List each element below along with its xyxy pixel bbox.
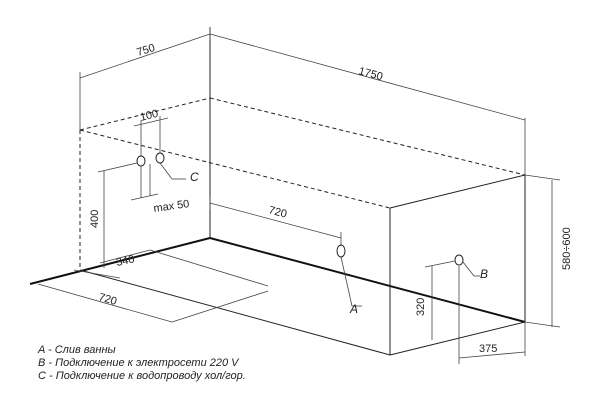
dim-length-1750: 1750 (209, 33, 526, 175)
dim-720-back-text: 720 (267, 204, 288, 220)
bathtub-front-faces (79, 174, 526, 356)
electric-socket-icon (454, 254, 464, 266)
drain-pipe-icon (336, 244, 346, 258)
legend-item-a: A - Слив ванны (38, 344, 116, 356)
callout-b: B (480, 267, 488, 281)
dim-340-text: 340 (115, 253, 135, 269)
supply-pipe-right-icon (155, 152, 165, 164)
legend-item-c: C - Подключение к водопроводу хол/гор. (38, 370, 246, 383)
bathtub-outline-dashed (79, 97, 526, 270)
drain-connection-a: 720 A (209, 196, 362, 316)
floor-dimensions: 340 720 (37, 249, 269, 323)
legend-item-b: B - Подключение к электросети 220 V (38, 357, 239, 370)
supply-connection-c: 100 400 max 50 C (89, 108, 199, 268)
dim-750-text: 750 (135, 42, 156, 59)
callout-a: A (349, 302, 358, 316)
dim-320-text: 320 (415, 298, 427, 316)
dim-1750-text: 1750 (357, 65, 384, 83)
dim-100-text: 100 (139, 108, 160, 124)
dim-580-600-text: 580÷600 (561, 227, 573, 270)
dim-400-text: 400 (89, 210, 101, 228)
electric-connection-b: B 320 375 (415, 254, 526, 364)
legend: A - Слив ванны B - Подключение к электро… (38, 344, 338, 384)
supply-pipe-left-icon (136, 155, 146, 167)
callout-c: C (190, 170, 199, 184)
dim-720-floor-text: 720 (97, 291, 118, 308)
dim-max50-text: max 50 (153, 198, 190, 215)
dim-width-750: 750 (79, 27, 211, 130)
dim-375-text: 375 (479, 343, 497, 355)
dim-height-580-600: 580÷600 (524, 174, 573, 328)
